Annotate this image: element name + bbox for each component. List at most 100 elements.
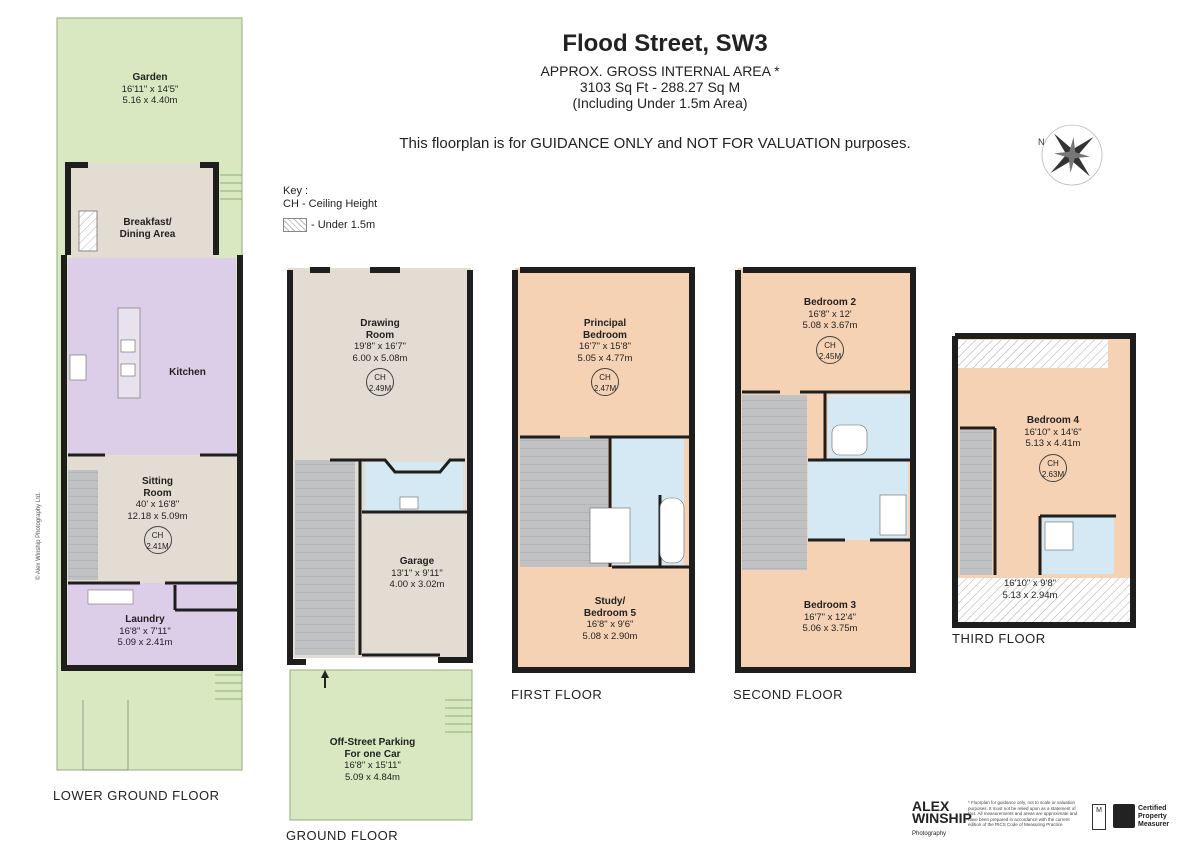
metropix-icon: M bbox=[1092, 804, 1106, 830]
sitting-name-1: Sitting bbox=[141, 476, 174, 487]
principal-name-1: Principal bbox=[583, 318, 627, 329]
rics-badge-icon bbox=[1113, 804, 1135, 828]
ch-value: 2.63M bbox=[1041, 469, 1065, 479]
drawing-name-1: Drawing bbox=[360, 318, 400, 329]
principal-imperial: 16'7" x 15'8" bbox=[578, 341, 632, 352]
floor-label-third: THIRD FLOOR bbox=[952, 631, 1046, 646]
study-metric: 5.08 x 2.90m bbox=[582, 630, 638, 642]
bedroom2-imperial: 16'8" x 12' bbox=[808, 308, 852, 320]
ch-value: 2.41M bbox=[146, 542, 169, 551]
floor-label-first: FIRST FLOOR bbox=[511, 687, 603, 702]
kitchen-name: Kitchen bbox=[169, 367, 206, 378]
first-floor-plan bbox=[512, 267, 695, 673]
garden-imperial: 16'11" x 14'5" bbox=[121, 83, 179, 95]
principal-name-2: Bedroom bbox=[583, 329, 627, 341]
room-garage: Garage 13'1" x 9'11" 4.00 x 3.02m bbox=[372, 556, 462, 591]
area-line-3: (Including Under 1.5m Area) bbox=[572, 95, 748, 111]
room-drawing: Drawing Room 19'8" x 16'7" 6.00 x 5.08m … bbox=[335, 318, 425, 396]
ch-value: 2.45M bbox=[818, 351, 842, 361]
room-laundry: Laundry 16'8" x 7'11" 5.09 x 2.41m bbox=[100, 614, 190, 649]
bedroom3-imperial: 16'7" x 12'4" bbox=[803, 611, 857, 623]
garage-name: Garage bbox=[399, 556, 435, 567]
principal-metric: 5.05 x 4.77m bbox=[577, 352, 633, 364]
area-line-2: 3103 Sq Ft - 288.27 Sq M bbox=[579, 79, 741, 95]
lower-ground-floor-plan bbox=[56, 17, 243, 771]
parking-imperial: 16'8" x 15'11" bbox=[344, 760, 401, 771]
drawing-ceiling-height: CH 2.49M bbox=[366, 368, 394, 396]
third-floor-plan bbox=[952, 333, 1136, 628]
study-imperial: 16'8" x 9'6" bbox=[586, 619, 634, 630]
ch-label: CH bbox=[151, 531, 164, 540]
bedroom3-metric: 5.06 x 3.75m bbox=[802, 623, 858, 634]
bedroom2-name: Bedroom 2 bbox=[803, 297, 857, 308]
drawing-imperial: 19'8" x 16'7" bbox=[353, 341, 407, 352]
key-title: Key : bbox=[283, 185, 309, 197]
guidance-note: This floorplan is for GUIDANCE ONLY and … bbox=[399, 135, 911, 152]
compass-icon: N bbox=[1038, 124, 1103, 186]
hatch-swatch-icon bbox=[283, 218, 307, 232]
rics-label: Certified Property Measurer bbox=[1138, 805, 1169, 829]
area-summary: APPROX. GROSS INTERNAL AREA * 3103 Sq Ft… bbox=[0, 63, 1200, 111]
floor-label-lower-ground: LOWER GROUND FLOOR bbox=[53, 788, 220, 803]
room-breakfast: Breakfast/ Dining Area bbox=[105, 217, 190, 240]
bedroom4-imperial: 16'10" x 14'6" bbox=[1024, 426, 1082, 438]
garden-name: Garden bbox=[132, 72, 168, 83]
third-loft-metric: 5.13 x 2.94m bbox=[1002, 589, 1058, 601]
drawing-name-2: Room bbox=[365, 329, 395, 341]
sitting-ceiling-height: CH 2.41M bbox=[143, 526, 172, 554]
brand-logo: ALEX WINSHIP Photography bbox=[912, 798, 972, 840]
room-principal: Principal Bedroom 16'7" x 15'8" 5.05 x 4… bbox=[560, 318, 650, 396]
ch-label: CH bbox=[824, 340, 836, 350]
ch-label: CH bbox=[599, 373, 611, 382]
room-garden: Garden 16'11" x 14'5" 5.16 x 4.40m bbox=[100, 72, 200, 107]
parking-name-2: For one Car bbox=[344, 748, 401, 760]
drawing-metric: 6.00 x 5.08m bbox=[352, 352, 408, 364]
ch-value: 2.49M bbox=[368, 384, 392, 393]
room-third-loft: 16'10" x 9'8" 5.13 x 2.94m bbox=[985, 578, 1075, 601]
floor-label-ground: GROUND FLOOR bbox=[286, 828, 399, 843]
bedroom4-name: Bedroom 4 bbox=[1026, 415, 1080, 426]
ch-label: CH bbox=[374, 373, 386, 382]
ch-label: CH bbox=[1047, 458, 1059, 468]
page-title: Flood Street, SW3 bbox=[562, 30, 768, 57]
room-bedroom-3: Bedroom 3 16'7" x 12'4" 5.06 x 3.75m bbox=[785, 600, 875, 635]
area-line-1: APPROX. GROSS INTERNAL AREA * bbox=[540, 63, 780, 79]
copyright-watermark: © Alex Winship Photography Ltd. bbox=[36, 492, 42, 580]
laundry-metric: 5.09 x 2.41m bbox=[117, 637, 173, 648]
room-bedroom-4: Bedroom 4 16'10" x 14'6" 5.13 x 4.41m CH… bbox=[1008, 415, 1098, 482]
sitting-metric: 12.18 x 5.09m bbox=[127, 510, 188, 522]
third-loft-imperial: 16'10" x 9'8" bbox=[1003, 578, 1057, 589]
garage-imperial: 13'1" x 9'11" bbox=[391, 567, 443, 579]
rics-line-1: Certified bbox=[1138, 805, 1167, 812]
logo-line-1: ALEX bbox=[912, 798, 950, 814]
breakfast-name-1: Breakfast/ bbox=[123, 217, 172, 228]
study-name-2: Bedroom 5 bbox=[583, 607, 637, 619]
ch-value: 2.47M bbox=[593, 384, 617, 393]
room-kitchen: Kitchen bbox=[150, 367, 225, 379]
garden-metric: 5.16 x 4.40m bbox=[122, 95, 178, 106]
disclaimer: * Floorplan for guidance only, not to sc… bbox=[968, 800, 1078, 827]
floor-label-second: SECOND FLOOR bbox=[733, 687, 844, 702]
principal-ceiling-height: CH 2.47M bbox=[591, 368, 619, 396]
key-ch: CH - Ceiling Height bbox=[283, 198, 378, 210]
bedroom2-metric: 5.08 x 3.67m bbox=[802, 320, 858, 331]
logo-line-2: WINSHIP bbox=[912, 810, 972, 826]
parking-name-1: Off-Street Parking bbox=[329, 737, 416, 748]
key-under: - Under 1.5m bbox=[283, 218, 375, 232]
parking-metric: 5.09 x 4.84m bbox=[345, 771, 400, 783]
room-parking: Off-Street Parking For one Car 16'8" x 1… bbox=[315, 737, 430, 783]
room-study: Study/ Bedroom 5 16'8" x 9'6" 5.08 x 2.9… bbox=[565, 596, 655, 642]
logo-line-3: Photography bbox=[912, 831, 947, 837]
laundry-name: Laundry bbox=[125, 614, 165, 625]
study-name-1: Study/ bbox=[594, 596, 626, 607]
svg-text:N: N bbox=[1038, 137, 1045, 147]
room-sitting: Sitting Room 40' x 16'8" 12.18 x 5.09m C… bbox=[110, 476, 205, 554]
bedroom3-name: Bedroom 3 bbox=[803, 600, 857, 611]
garage-metric: 4.00 x 3.02m bbox=[389, 579, 445, 590]
sitting-imperial: 40' x 16'8" bbox=[135, 499, 180, 510]
key-legend: Key : CH - Ceiling Height bbox=[283, 185, 377, 211]
breakfast-name-2: Dining Area bbox=[119, 228, 176, 240]
